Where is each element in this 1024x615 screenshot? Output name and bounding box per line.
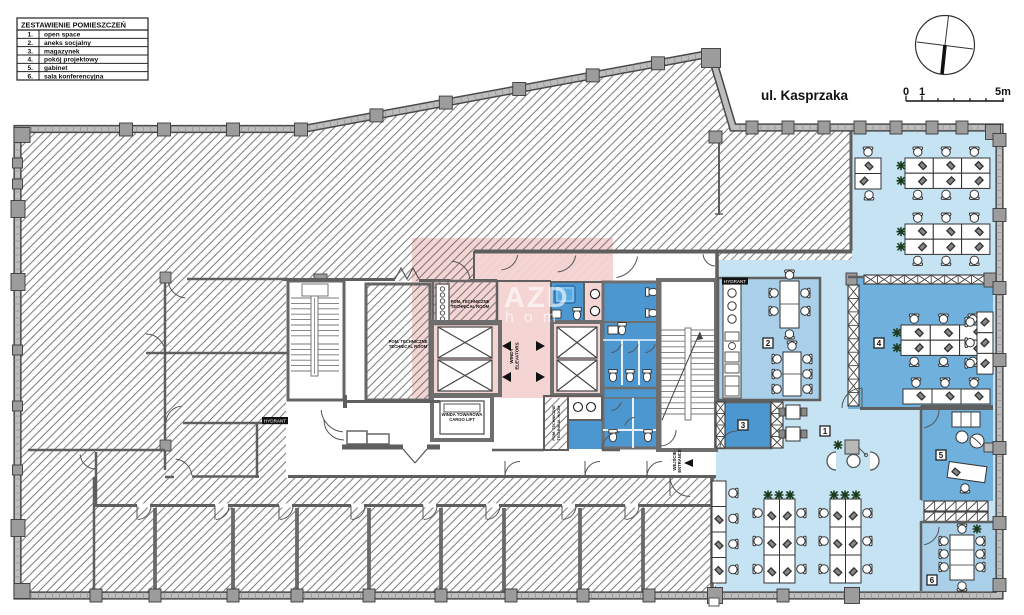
svg-text:TECHNICAL ROOM: TECHNICAL ROOM <box>557 406 561 441</box>
svg-text:1.: 1. <box>28 32 34 39</box>
svg-text:2: 2 <box>766 339 771 348</box>
svg-text:WINDA TOWAROWA: WINDA TOWAROWA <box>442 412 483 417</box>
svg-text:ul. Kasprzaka: ul. Kasprzaka <box>761 88 849 103</box>
svg-text:TECHNICAL ROOM: TECHNICAL ROOM <box>451 304 490 309</box>
svg-text:open space: open space <box>44 32 81 39</box>
svg-text:4.: 4. <box>28 57 34 64</box>
svg-text:POM. TECHNICZNE: POM. TECHNICZNE <box>552 405 556 441</box>
svg-text:AZD: AZD <box>504 282 570 314</box>
svg-text:ZESTAWIENIE POMIESZCZEŃ: ZESTAWIENIE POMIESZCZEŃ <box>21 21 126 30</box>
svg-text:WINDY: WINDY <box>509 348 514 363</box>
svg-text:0: 0 <box>903 86 909 98</box>
svg-text:6.: 6. <box>28 73 34 80</box>
svg-text:4: 4 <box>877 339 882 348</box>
svg-text:2.: 2. <box>28 40 34 47</box>
svg-text:WEJŚCIE: WEJŚCIE <box>672 451 677 470</box>
svg-text:ENTRANCE: ENTRANCE <box>677 449 682 472</box>
svg-text:HYDRANT: HYDRANT <box>724 279 746 284</box>
svg-text:5m: 5m <box>995 86 1011 98</box>
svg-text:1: 1 <box>919 86 925 98</box>
svg-text:3: 3 <box>741 421 746 430</box>
svg-text:hom: hom <box>505 309 566 326</box>
svg-text:1: 1 <box>823 427 828 436</box>
svg-text:6: 6 <box>930 576 935 585</box>
svg-text:TECHNICAL ROOM: TECHNICAL ROOM <box>389 344 428 349</box>
svg-text:POM. TECHNICZNE: POM. TECHNICZNE <box>389 339 428 344</box>
svg-text:3.: 3. <box>28 48 34 55</box>
svg-text:HYDRANT: HYDRANT <box>264 418 286 423</box>
svg-text:5.: 5. <box>28 65 34 72</box>
svg-text:aneks socjalny: aneks socjalny <box>44 40 91 47</box>
svg-text:magazynek: magazynek <box>44 48 80 55</box>
svg-text:gabinet: gabinet <box>44 65 68 72</box>
svg-text:pokój projektowy: pokój projektowy <box>44 57 99 64</box>
svg-text:ELEVATORS: ELEVATORS <box>515 342 520 369</box>
svg-text:sala konferencyjna: sala konferencyjna <box>44 73 104 80</box>
svg-text:5: 5 <box>939 451 944 460</box>
svg-text:POM. TECHNICZNE: POM. TECHNICZNE <box>451 299 490 304</box>
svg-text:CARGO LIFT: CARGO LIFT <box>449 417 475 422</box>
